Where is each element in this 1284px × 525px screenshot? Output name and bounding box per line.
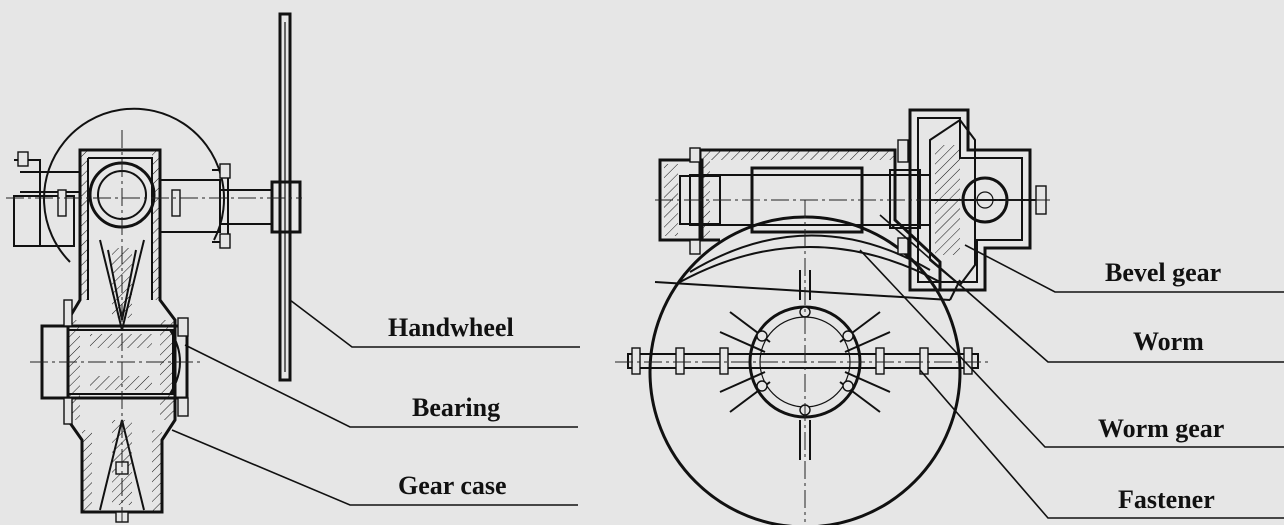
- left-shaft-boss: [13, 195, 75, 247]
- handwheel-rim: [278, 12, 292, 382]
- front-view: [615, 108, 1050, 525]
- leader-gear-case: [171, 429, 578, 506]
- label-gear-case: Gear case: [398, 471, 507, 500]
- fastener-bolts: [631, 347, 973, 375]
- handwheel-hub: [270, 180, 302, 234]
- leader-bearing: [184, 344, 578, 428]
- fastener-bar: [627, 353, 979, 369]
- leader-handwheel: [289, 299, 580, 348]
- gear-outline-arc: [43, 107, 225, 263]
- side-view: [6, 12, 302, 523]
- label-worm-gear: Worm gear: [1098, 414, 1224, 443]
- label-handwheel: Handwheel: [388, 313, 514, 342]
- label-bevel-gear: Bevel gear: [1105, 258, 1221, 287]
- leader-worm: [879, 214, 1284, 363]
- bevel-gear-section: [929, 118, 976, 287]
- labels: Handwheel Bearing Gear case Bevel gear W…: [388, 258, 1224, 514]
- label-bearing: Bearing: [412, 393, 500, 422]
- leader-worm-gear: [859, 249, 1284, 448]
- bevel-gear-housing: [908, 108, 1032, 292]
- label-worm: Worm: [1133, 327, 1204, 356]
- label-fastener: Fastener: [1118, 485, 1215, 514]
- leader-bevel-gear: [964, 244, 1284, 293]
- leader-lines: [171, 214, 1284, 519]
- leader-fastener: [919, 369, 1284, 519]
